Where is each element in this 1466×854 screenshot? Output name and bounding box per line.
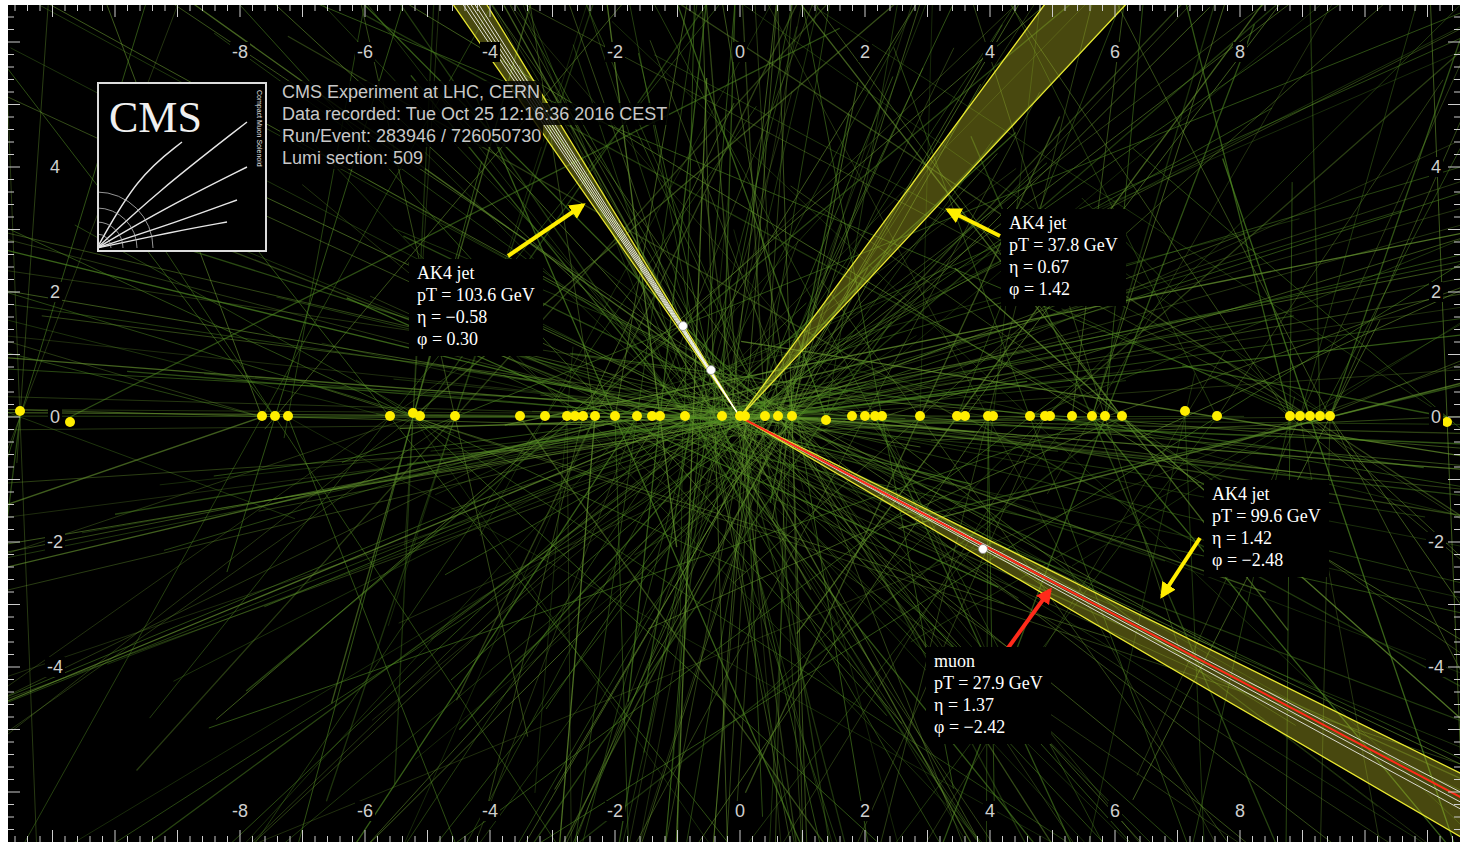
axis-number: 0 [48,407,62,427]
object-value: φ = −2.48 [1212,550,1321,572]
axis-number: 8 [1233,42,1247,62]
leader-arrows [508,205,1200,648]
axis-number: 4 [48,157,62,177]
object-value: pT = 37.8 GeV [1009,235,1118,257]
object-value: pT = 27.9 GeV [934,673,1043,695]
axis-number: 2 [858,42,872,62]
hit-dot [707,366,716,375]
logo-subtitle: Compact Muon Solenoid [256,90,263,167]
axis-number: 6 [1108,42,1122,62]
axis-number: -4 [1426,657,1446,677]
muon-track [740,417,1460,800]
muon-callout: muonpT = 27.9 GeVη = 1.37φ = −2.42 [926,647,1051,744]
axis-number: 4 [983,42,997,62]
axis-number: -4 [480,801,500,821]
event-info: Lumi section: 509 [280,147,425,169]
axis-number: -4 [480,42,500,62]
axis-number: 0 [733,801,747,821]
axis-number: -8 [230,801,250,821]
axis-number: -2 [1426,532,1446,552]
jet-callout: AK4 jetpT = 99.6 GeVη = 1.42φ = −2.48 [1204,480,1329,577]
jet-callout: AK4 jetpT = 37.8 GeVη = 0.67φ = 1.42 [1001,209,1126,306]
event-info: CMS Experiment at LHC, CERN [280,81,542,103]
axis-number: 0 [733,42,747,62]
axis-number: -6 [355,801,375,821]
axis-number: -2 [45,532,65,552]
axis-ticks [8,5,1460,842]
object-value: η = 0.67 [1009,257,1118,279]
hit-dot [679,322,688,331]
axis-number: -8 [230,42,250,62]
logo-wordmark: CMS [109,96,202,140]
axis-number: 4 [983,801,997,821]
object-value: φ = −2.42 [934,717,1043,739]
jet-cone [740,5,1130,417]
event-info: Run/Event: 283946 / 726050730 [280,125,543,147]
axis-number: 2 [48,282,62,302]
jet-callout: AK4 jetpT = 103.6 GeVη = −0.58φ = 0.30 [409,259,543,356]
axis-number: 4 [1429,157,1443,177]
axis-number: -4 [45,657,65,677]
axis-number: -2 [605,42,625,62]
object-name: AK4 jet [417,263,535,285]
object-name: AK4 jet [1009,213,1118,235]
object-value: η = 1.42 [1212,528,1321,550]
experiment-logo: CMS Compact Muon Solenoid [97,82,267,252]
object-value: η = −0.58 [417,307,535,329]
jet-tracks [460,5,1460,812]
object-value: pT = 99.6 GeV [1212,506,1321,528]
object-name: muon [934,651,1043,673]
axis-number: -2 [605,801,625,821]
object-value: η = 1.37 [934,695,1043,717]
event-info: Data recorded: Tue Oct 25 12:16:36 2016 … [280,103,669,125]
object-value: pT = 103.6 GeV [417,285,535,307]
object-name: AK4 jet [1212,484,1321,506]
axis-number: 2 [1429,282,1443,302]
axis-number: 0 [1429,407,1443,427]
hit-dot [979,545,988,554]
axis-number: 2 [858,801,872,821]
track-lines [8,5,1460,842]
axis-number: 8 [1233,801,1247,821]
axis-number: 6 [1108,801,1122,821]
object-value: φ = 1.42 [1009,279,1118,301]
axis-number: -6 [355,42,375,62]
jet-cone [740,417,1460,840]
object-value: φ = 0.30 [417,329,535,351]
vertex-dots [15,406,1452,427]
